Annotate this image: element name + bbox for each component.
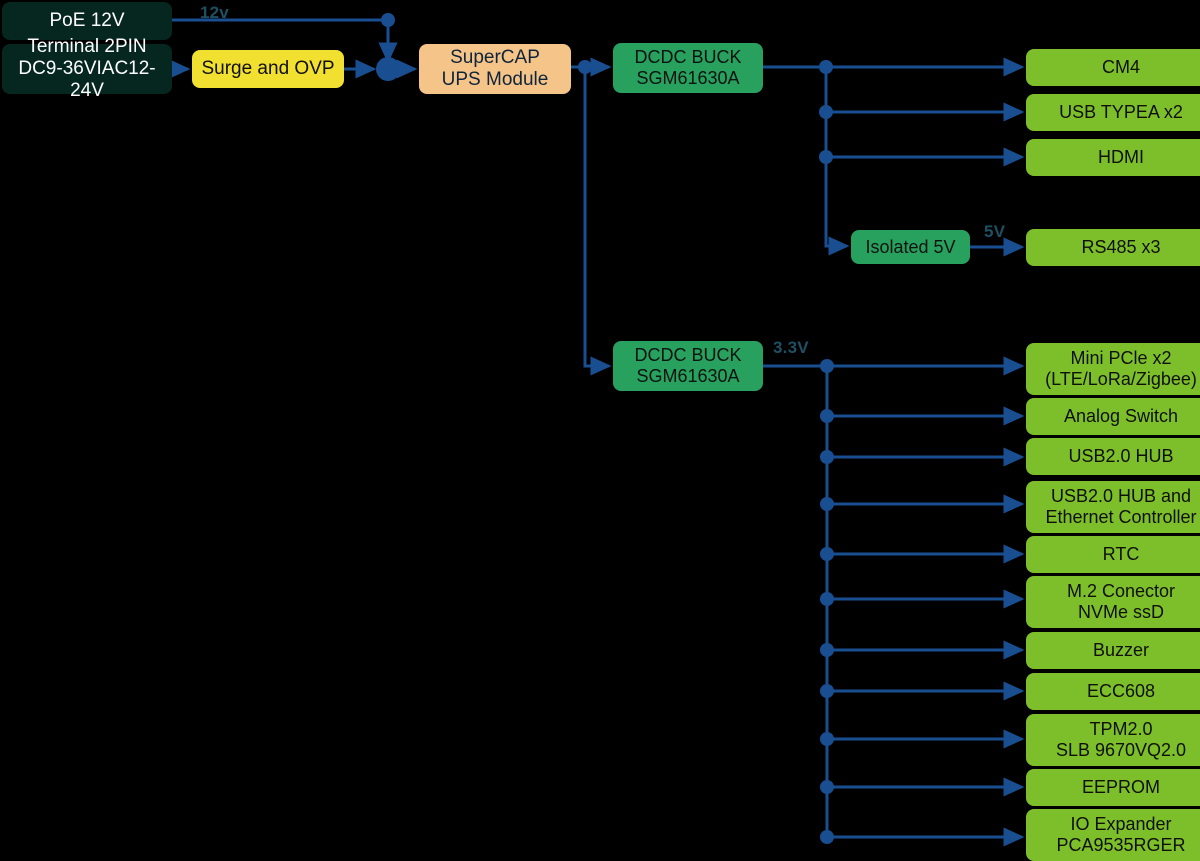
- wire-label-5v: 5V: [984, 222, 1006, 241]
- block-isolated-5v[interactable]: Isolated 5V: [851, 230, 970, 264]
- block-dcdc-buck-3v3[interactable]: DCDC BUCK SGM61630A: [613, 341, 763, 391]
- block-io-expander-pca9535[interactable]: IO Expander PCA9535RGER: [1026, 809, 1200, 861]
- junction-3v3-7: [820, 643, 834, 657]
- block-usb-typea[interactable]: USB TYPEA x2: [1026, 94, 1200, 131]
- block-rtc[interactable]: RTC: [1026, 536, 1200, 573]
- junction-3v3-11: [820, 830, 834, 844]
- block-terminal-2pin[interactable]: Terminal 2PIN DC9-36VIAC12-24V: [2, 36, 172, 101]
- block-surge-and-ovp[interactable]: Surge and OVP: [192, 50, 344, 88]
- block-rs485[interactable]: RS485 x3: [1026, 229, 1200, 266]
- junction-5v-2: [819, 105, 833, 119]
- junction-poe: [381, 13, 395, 27]
- block-m2-connector-nvme-ssd[interactable]: M.2 Conector NVMe ssD: [1026, 576, 1200, 628]
- block-dcdc-buck-5v[interactable]: DCDC BUCK SGM61630A: [613, 43, 763, 93]
- junction-3v3-6: [820, 592, 834, 606]
- block-usb20-hub-ethernet-controller[interactable]: USB2.0 HUB and Ethernet Controller: [1026, 481, 1200, 533]
- wire-label-3v3: 3.3V: [773, 338, 809, 357]
- block-eeprom[interactable]: EEPROM: [1026, 769, 1200, 806]
- block-ecc608[interactable]: ECC608: [1026, 673, 1200, 710]
- block-analog-switch[interactable]: Analog Switch: [1026, 398, 1200, 435]
- junction-3v3-5: [820, 547, 834, 561]
- block-supercap-ups-module[interactable]: SuperCAP UPS Module: [419, 44, 571, 94]
- junction-3v3-3: [820, 450, 834, 464]
- wire-label-12v: 12v: [200, 3, 229, 22]
- merge-node: [376, 57, 400, 81]
- junction-3v3-10: [820, 780, 834, 794]
- junction-3v3-8: [820, 684, 834, 698]
- block-buzzer[interactable]: Buzzer: [1026, 632, 1200, 669]
- wire-5v-trunk-vertical: [824, 67, 850, 256]
- block-mini-pcie[interactable]: Mini PCle x2 (LTE/LoRa/Zigbee): [1026, 343, 1200, 395]
- block-cm4[interactable]: CM4: [1026, 49, 1200, 86]
- block-hdmi[interactable]: HDMI: [1026, 139, 1200, 176]
- junction-3v3-1: [820, 359, 834, 373]
- junction-3v3-2: [820, 409, 834, 423]
- wire-trunk-down-3v3: [583, 67, 612, 376]
- block-poe-12v[interactable]: PoE 12V: [2, 2, 172, 40]
- junction-5v-3: [819, 150, 833, 164]
- block-tpm20-slb9670[interactable]: TPM2.0 SLB 9670VQ2.0: [1026, 714, 1200, 766]
- junction-3v3-9: [820, 732, 834, 746]
- junction-3v3-4: [820, 497, 834, 511]
- block-usb20-hub[interactable]: USB2.0 HUB: [1026, 438, 1200, 475]
- junction-supercap-split: [578, 60, 592, 74]
- junction-5v-1: [819, 60, 833, 74]
